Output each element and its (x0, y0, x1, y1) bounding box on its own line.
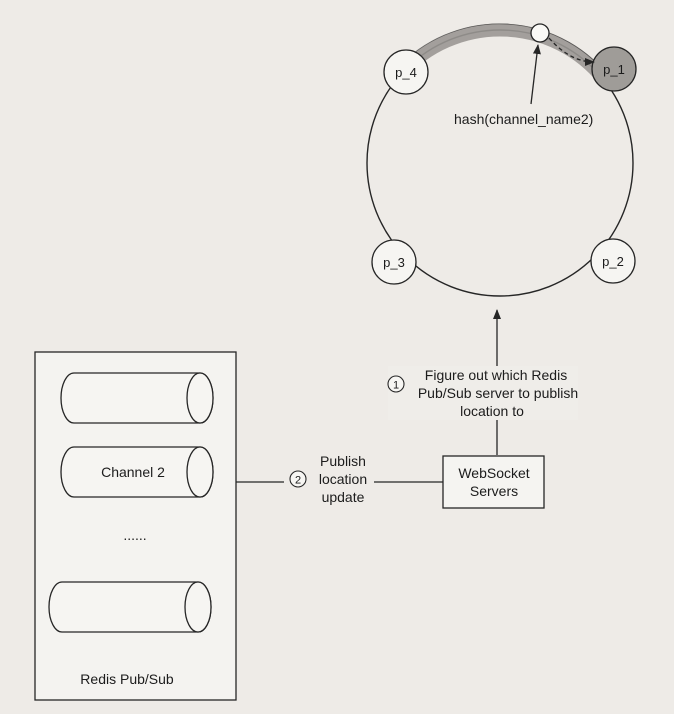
ring-node-label: p_3 (383, 255, 405, 270)
step-1-text-bg (388, 366, 578, 420)
step-2: 2 Publish location update (219, 453, 443, 505)
websocket-servers-box: WebSocket Servers (442, 455, 545, 509)
hash-pointer-arrow (530, 44, 541, 105)
ring-node-p2: p_2 (590, 238, 636, 284)
step-2-number: 2 (295, 475, 301, 487)
ring-node-p4: p_4 (383, 49, 429, 95)
step-1-badge (387, 375, 405, 393)
step-1-line-3: location to (460, 403, 524, 419)
channel-2-cylinder: Channel 2 (60, 446, 214, 498)
step-1: 1 Figure out which Redis Pub/Sub server … (387, 309, 578, 455)
ring-node-label: p_4 (395, 65, 417, 80)
channel-cylinder (48, 581, 212, 633)
websocket-line-2: Servers (470, 483, 518, 499)
ring-node-label: p_2 (602, 254, 624, 269)
step-2-line-3: update (322, 489, 365, 505)
channel-cylinder (60, 372, 214, 424)
ring-node-p3: p_3 (371, 239, 417, 285)
step-2-badge (289, 470, 307, 488)
ring-node-label: p_1 (603, 62, 625, 77)
channel-2-label: Channel 2 (101, 464, 165, 480)
ring-arc-outline-outer (396, 23, 613, 81)
channel-ellipsis: ...... (123, 527, 146, 543)
step-2-line-2: location (319, 471, 367, 487)
step-2-line-1: Publish (320, 453, 366, 469)
hash-function-label: hash(channel_name2) (454, 111, 593, 127)
websocket-line-1: WebSocket (458, 465, 529, 481)
redis-pubsub-box: Channel 2 ...... Redis Pub/Sub (34, 351, 237, 701)
hash-to-p1-dashed-arrow (548, 37, 595, 66)
step-1-line-1: Figure out which Redis (425, 367, 567, 383)
step-1-line-2: Pub/Sub server to publish (418, 385, 578, 401)
step-1-number: 1 (393, 380, 399, 392)
ring-node-p1: p_1 (591, 46, 637, 92)
hash-ring: p_1 p_2 p_3 p_4 hash(channel_name2) (366, 23, 637, 297)
redis-title: Redis Pub/Sub (80, 671, 174, 687)
hash-point (530, 23, 550, 43)
